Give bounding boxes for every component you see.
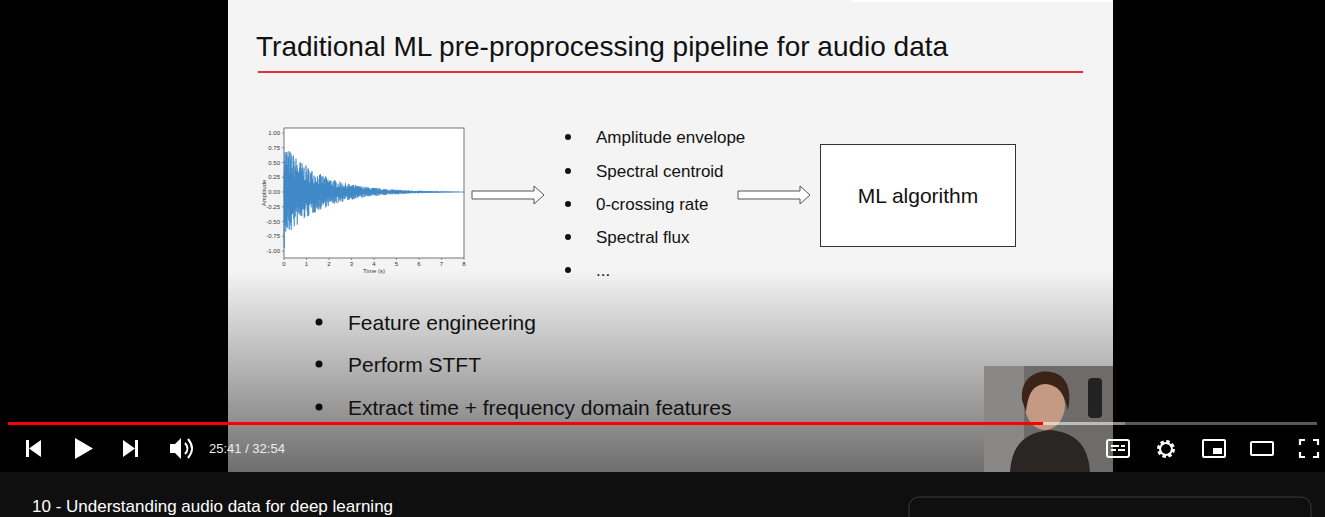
waveform-trace: [284, 151, 464, 248]
bullet-item: Perform STFT: [348, 354, 481, 375]
feature-item: Amplitude envelope: [596, 129, 745, 146]
tick-mark: [396, 258, 397, 260]
tick-mark: [282, 206, 284, 207]
process-box: ML algorithm: [820, 144, 1016, 247]
axis-tick-label: -0.75: [266, 233, 280, 239]
tick-mark: [374, 258, 375, 260]
tick-mark: [419, 258, 420, 260]
progress-buffer: [8, 422, 1125, 425]
bullet-item: Feature engineering: [348, 312, 536, 333]
video-ground: [0, 0, 1325, 472]
tick-mark: [282, 221, 284, 222]
player-controls: [26, 438, 1318, 459]
plot-frame: [284, 128, 464, 258]
waveform: [284, 151, 464, 248]
tick-mark: [282, 147, 284, 148]
axis-tick-label: 1: [305, 261, 308, 267]
axis-tick-label: 7: [440, 261, 443, 267]
axis-tick-label: 0.00: [268, 189, 280, 195]
tick-mark: [351, 258, 352, 260]
axis-title: Time (s): [363, 268, 385, 274]
axis-tick-label: 0.75: [268, 145, 280, 151]
axis-tick-label: 4: [372, 261, 375, 267]
video-title: 10 - Understanding audio data for deep l…: [32, 498, 393, 515]
progress-played: [8, 422, 1043, 425]
tick-mark: [282, 251, 284, 252]
axis-tick-label: 6: [417, 261, 420, 267]
tick-mark: [282, 192, 284, 193]
axis-tick-label: 2: [327, 261, 330, 267]
axis-tick-label: -0.50: [266, 219, 280, 225]
plot-ticks: [282, 133, 464, 260]
axis-tick-label: 0.50: [268, 160, 280, 166]
axis-tick-label: 8: [462, 261, 465, 267]
time-display: 25:41 / 32:54: [209, 442, 285, 455]
axis-tick-label: -1.00: [266, 248, 280, 254]
control-gradient: [0, 270, 1325, 472]
axis-tick-label: 0: [282, 261, 285, 267]
title-rule: [258, 71, 1083, 73]
slide-edge: [852, 0, 1113, 2]
playlist-panel: [909, 497, 1311, 517]
tick-mark: [282, 236, 284, 237]
tick-mark: [284, 258, 285, 260]
slide-title: Traditional ML pre-proprocessing pipelin…: [256, 33, 948, 61]
axis-tick-label: -0.25: [266, 204, 280, 210]
feature-item: Spectral flux: [596, 229, 690, 246]
axis-tick-label: 1.00: [268, 130, 280, 136]
axis-tick-label: 0.25: [268, 174, 280, 180]
tick-mark: [329, 258, 330, 260]
feature-item: 0-crossing rate: [596, 196, 708, 213]
webcam: [984, 366, 1113, 472]
axis-title: Amplitude: [261, 180, 267, 207]
axis-tick-label: 3: [350, 261, 353, 267]
tick-mark: [441, 258, 442, 260]
progress-track: [8, 422, 1317, 425]
tick-mark: [306, 258, 307, 260]
axis-tick-label: 5: [395, 261, 398, 267]
tick-mark: [282, 162, 284, 163]
tick-mark: [282, 133, 284, 134]
block-arrow: [472, 186, 544, 204]
bullet-item: Extract time + frequency domain features: [348, 397, 731, 418]
feature-item: ...: [596, 262, 610, 279]
tick-mark: [464, 258, 465, 260]
feature-item: Spectral centroid: [596, 163, 724, 180]
block-arrow: [738, 186, 810, 204]
box-label: ML algorithm: [858, 184, 979, 207]
tick-mark: [282, 177, 284, 178]
